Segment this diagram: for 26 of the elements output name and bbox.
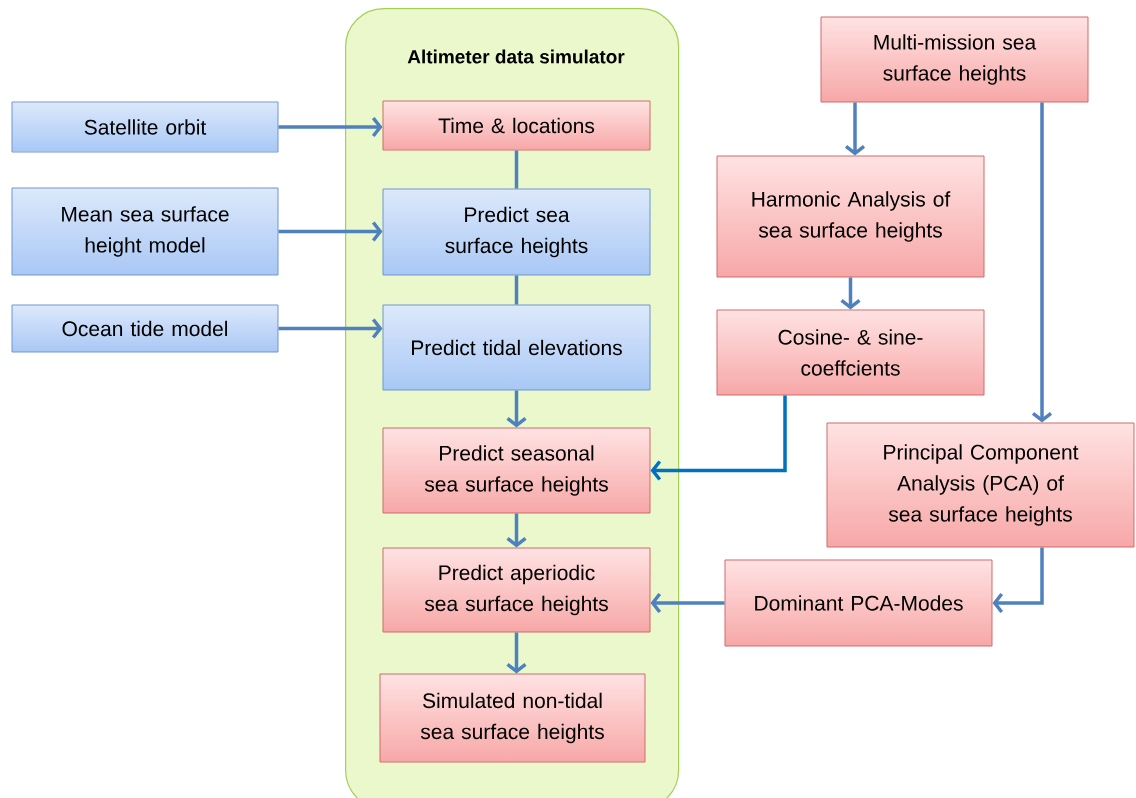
arrow (650, 395, 787, 481)
process-box: Harmonic Analysis of sea surface heights (716, 155, 985, 278)
arrow (278, 116, 383, 138)
arrow (506, 632, 527, 674)
process-box: Simulated non-tidal sea surface heights (379, 673, 646, 763)
arrow (992, 547, 1044, 614)
process-box: Satellite orbit (11, 101, 279, 153)
process-box: Multi-mission sea surface heights (820, 16, 1089, 103)
arrow (840, 277, 861, 310)
arrow (844, 102, 866, 156)
process-box: Time & locations (382, 100, 651, 151)
process-box: Predict seasonal sea surface heights (382, 427, 651, 514)
process-box: Predict sea surface heights (382, 188, 651, 276)
arrow (1031, 102, 1053, 423)
arrow (650, 592, 725, 614)
process-box: Mean sea surface height model (11, 187, 279, 276)
arrow (278, 221, 383, 242)
arrow (506, 513, 527, 548)
process-box: Predict tidal elevations (382, 304, 651, 391)
process-box: Predict aperiodic sea surface heights (382, 547, 651, 633)
process-box: Principal Component Analysis (PCA) of sea surface heights (826, 422, 1135, 548)
arrow (506, 390, 527, 428)
process-box: Ocean tide model (11, 304, 279, 353)
arrow (278, 318, 383, 339)
process-box: Dominant PCA-Modes (724, 559, 993, 647)
process-box: Cosine- & sine-coeffcients (716, 309, 985, 396)
